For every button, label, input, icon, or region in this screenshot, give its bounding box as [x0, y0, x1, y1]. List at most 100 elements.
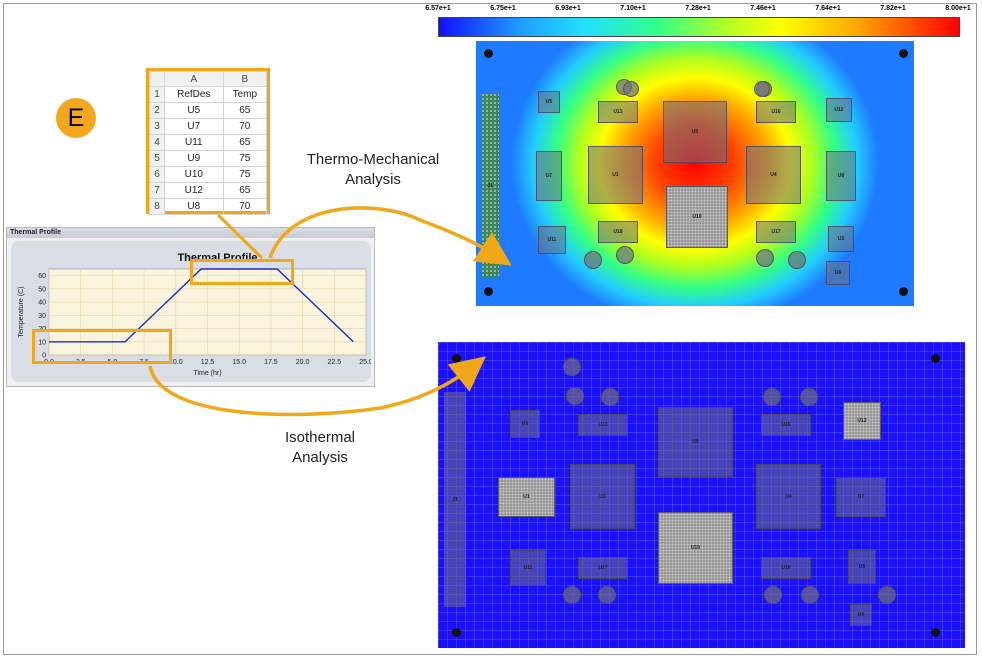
capacitor	[598, 586, 616, 604]
chip-u9: U9	[663, 101, 727, 163]
cell[interactable]: U10	[164, 166, 224, 183]
cell[interactable]: 75	[222, 150, 268, 167]
thermal-board-view: J1 U5 U7 U1 U9 U4 U8 U10 U11 U12 U13 U16…	[476, 41, 914, 306]
row-number[interactable]: 7	[149, 182, 165, 199]
chip-label: U13	[598, 422, 608, 428]
chip-u10: U10	[658, 512, 733, 584]
chip-label: U1	[612, 172, 619, 178]
label-line: Analysis	[345, 171, 401, 188]
capacitor	[788, 251, 806, 269]
chip-u13: U13	[598, 101, 638, 123]
chip-u17: U17	[578, 557, 628, 579]
cell[interactable]: Temp	[222, 86, 268, 103]
capacitor	[878, 586, 896, 604]
figure-frame	[3, 3, 977, 655]
column-header[interactable]: B	[222, 71, 268, 87]
row-number[interactable]: 1	[149, 86, 165, 103]
connector-j1: J1	[481, 93, 499, 278]
chip-label: U7	[857, 494, 865, 500]
chip-label: U4	[770, 172, 777, 178]
cell[interactable]: U11	[164, 134, 224, 151]
cell[interactable]: 65	[222, 102, 268, 119]
chip-label: U3	[837, 236, 845, 242]
y-tick-label: 30	[38, 313, 46, 320]
isothermal-label: Isothermal Analysis	[260, 428, 380, 468]
chip-u16: U16	[761, 414, 811, 436]
capacitor	[623, 81, 639, 97]
cell[interactable]: U9	[164, 150, 224, 167]
chip-label: U17	[771, 229, 781, 235]
chip-u13: U13	[578, 414, 628, 436]
row-number[interactable]: 6	[149, 166, 165, 183]
chip-label: J1	[487, 182, 493, 189]
row-number[interactable]: 5	[149, 150, 165, 167]
series-line	[49, 268, 354, 343]
isothermal-board-view: J1 U1 U5 U13 U9 U16 U12 U7 U3 U4 U8 U10 …	[438, 342, 965, 648]
chip-label: U8	[837, 173, 845, 179]
corner-cell[interactable]	[149, 71, 165, 87]
cell[interactable]: 65	[222, 134, 268, 151]
x-tick-label: 10.0	[169, 359, 183, 366]
cell[interactable]: 70	[222, 118, 268, 135]
cell[interactable]: 70	[222, 198, 268, 215]
x-tick-label: 22.5	[327, 359, 341, 366]
mounting-hole	[484, 49, 493, 58]
capacitor	[754, 81, 770, 97]
chip-u9: U9	[658, 407, 733, 477]
chip-label: U18	[613, 229, 623, 235]
mounting-hole	[899, 49, 908, 58]
panel-title: Thermal Profile	[7, 228, 374, 238]
color-scale-tick: 7.64e+1	[815, 5, 841, 12]
color-scale-bar	[438, 17, 960, 37]
chip-label: U16	[781, 422, 791, 428]
row-number[interactable]: 8	[149, 198, 165, 215]
chip-label: U4	[785, 493, 792, 500]
capacitor	[800, 388, 818, 406]
color-scale-tick: 7.46e+1	[750, 5, 776, 12]
cell[interactable]: U8	[164, 198, 224, 215]
x-tick-label: 15.0	[232, 359, 246, 366]
row-number[interactable]: 3	[149, 118, 165, 135]
chip-label: U17	[598, 565, 608, 571]
chip-label: U5	[545, 99, 553, 105]
color-scale-tick: 7.82e+1	[880, 5, 906, 12]
cell[interactable]: U5	[164, 102, 224, 119]
row-number[interactable]: 2	[149, 102, 165, 119]
chip-label: U10	[692, 214, 702, 220]
chip-u17: U17	[756, 221, 796, 243]
highlight-initial-region	[32, 329, 172, 364]
x-axis-label: Time (hr)	[193, 370, 221, 377]
cell[interactable]: 75	[222, 166, 268, 183]
chip-u4: U4	[746, 146, 801, 204]
mounting-hole	[452, 354, 461, 363]
capacitor	[563, 358, 581, 376]
chip-label: U6	[834, 270, 842, 276]
chip-u12: U12	[826, 98, 852, 122]
chip-label: U5	[521, 421, 529, 427]
cell[interactable]: 65	[222, 182, 268, 199]
cell[interactable]: RefDes	[164, 86, 224, 103]
mounting-hole	[931, 628, 940, 637]
y-tick-label: 50	[38, 286, 46, 293]
chip-label: U12	[834, 107, 844, 113]
color-scale-tick: 6.93e+1	[555, 5, 581, 12]
table-row: 1 RefDes Temp	[149, 86, 268, 103]
chip-label: U18	[781, 565, 791, 571]
capacitor	[563, 586, 581, 604]
chip-label: U12	[857, 418, 867, 424]
color-scale-tick: 8.00e+1	[945, 5, 971, 12]
capacitor	[763, 388, 781, 406]
cell[interactable]: U12	[164, 182, 224, 199]
row-number[interactable]: 4	[149, 134, 165, 151]
y-tick-label: 60	[38, 273, 46, 280]
cell[interactable]: U7	[164, 118, 224, 135]
column-header[interactable]: A	[164, 71, 224, 87]
chip-label: U3	[599, 493, 606, 500]
